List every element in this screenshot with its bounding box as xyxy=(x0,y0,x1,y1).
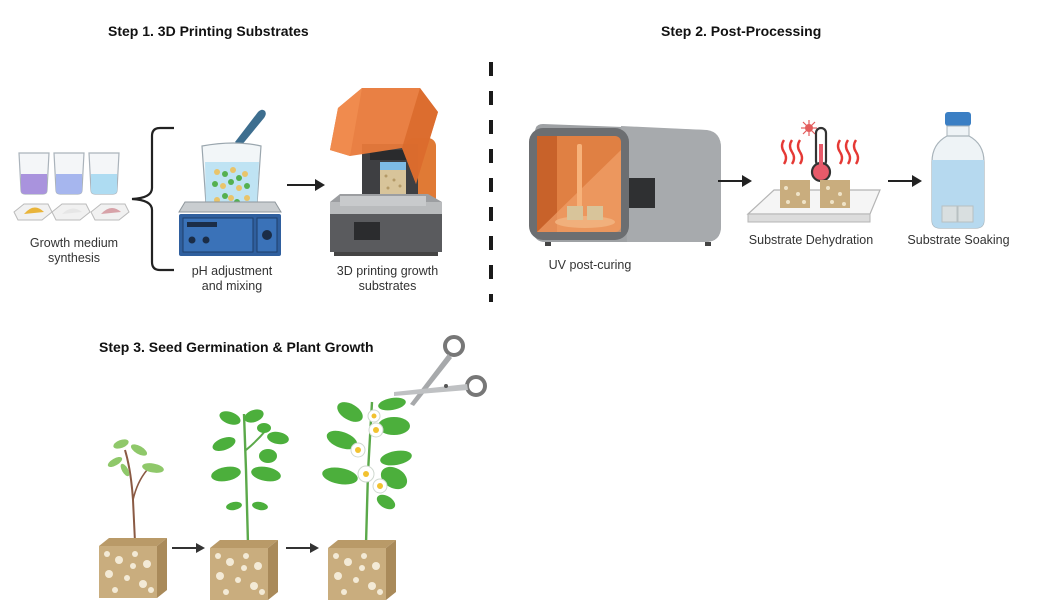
step-2-title: Step 2. Post-Processing xyxy=(661,23,822,39)
beaker-purple xyxy=(18,152,50,195)
uv-curing-oven-icon xyxy=(529,124,721,246)
3d-printing-label: 3D printing growth substrates xyxy=(325,264,450,294)
label-line: substrates xyxy=(358,279,417,293)
label-line: Growth medium xyxy=(29,236,119,250)
beakers-and-powders-icon xyxy=(13,152,130,221)
label-line: pH adjustment xyxy=(191,264,273,278)
substrate-cube xyxy=(328,540,396,600)
step-3-title: Step 3. Seed Germination & Plant Growth xyxy=(99,339,374,355)
stir-plate xyxy=(178,201,282,256)
label-line: Substrate Soaking xyxy=(907,233,1010,247)
sun-icon xyxy=(801,120,817,136)
ph-adjustment-label: pH adjustment and mixing xyxy=(172,264,292,294)
thermometer-icon xyxy=(810,126,832,183)
label-line: and mixing xyxy=(201,279,263,293)
heat-waves-icon xyxy=(780,139,860,165)
stirrer-beaker-pipette-icon xyxy=(178,109,282,256)
growth-medium-label: Growth medium synthesis xyxy=(14,236,134,266)
beaker-light-blue xyxy=(88,152,120,195)
young-plant-on-substrate-icon xyxy=(210,409,289,600)
arrow-right-icon xyxy=(287,179,325,191)
powder-dish-pink xyxy=(90,203,130,221)
arrow-right-icon xyxy=(888,175,922,187)
flowering-plant-on-substrate-icon xyxy=(322,397,412,600)
substrate-dehydration-label: Substrate Dehydration xyxy=(736,233,886,248)
beaker-with-beads xyxy=(201,142,262,211)
arrow-right-icon xyxy=(286,543,319,553)
powder-dish-white xyxy=(51,203,91,221)
curly-brace-icon xyxy=(131,126,174,272)
substrate-soaking-label: Substrate Soaking xyxy=(896,233,1021,248)
powder-dish-yellow xyxy=(13,203,53,221)
soaking-bottle-icon xyxy=(931,112,985,229)
substrate-cube xyxy=(210,540,278,600)
scissors-icon xyxy=(394,335,487,406)
label-line: Substrate Dehydration xyxy=(748,233,874,247)
heated-tray-thermometer-icon xyxy=(746,120,881,223)
beaker-lavender xyxy=(53,152,85,195)
uv-post-curing-label: UV post-curing xyxy=(540,258,640,273)
substrate-cube xyxy=(99,538,167,598)
label-line: 3D printing growth xyxy=(336,264,439,278)
arrow-right-icon xyxy=(172,543,205,553)
arrow-right-icon xyxy=(718,175,752,187)
seedling-on-substrate-icon xyxy=(99,439,167,598)
flower-icon xyxy=(350,409,388,494)
section-divider xyxy=(489,62,493,302)
label-line: UV post-curing xyxy=(548,258,632,272)
resin-3d-printer-icon xyxy=(330,88,442,256)
step-1-title: Step 1. 3D Printing Substrates xyxy=(108,23,309,39)
label-line: synthesis xyxy=(47,251,101,265)
